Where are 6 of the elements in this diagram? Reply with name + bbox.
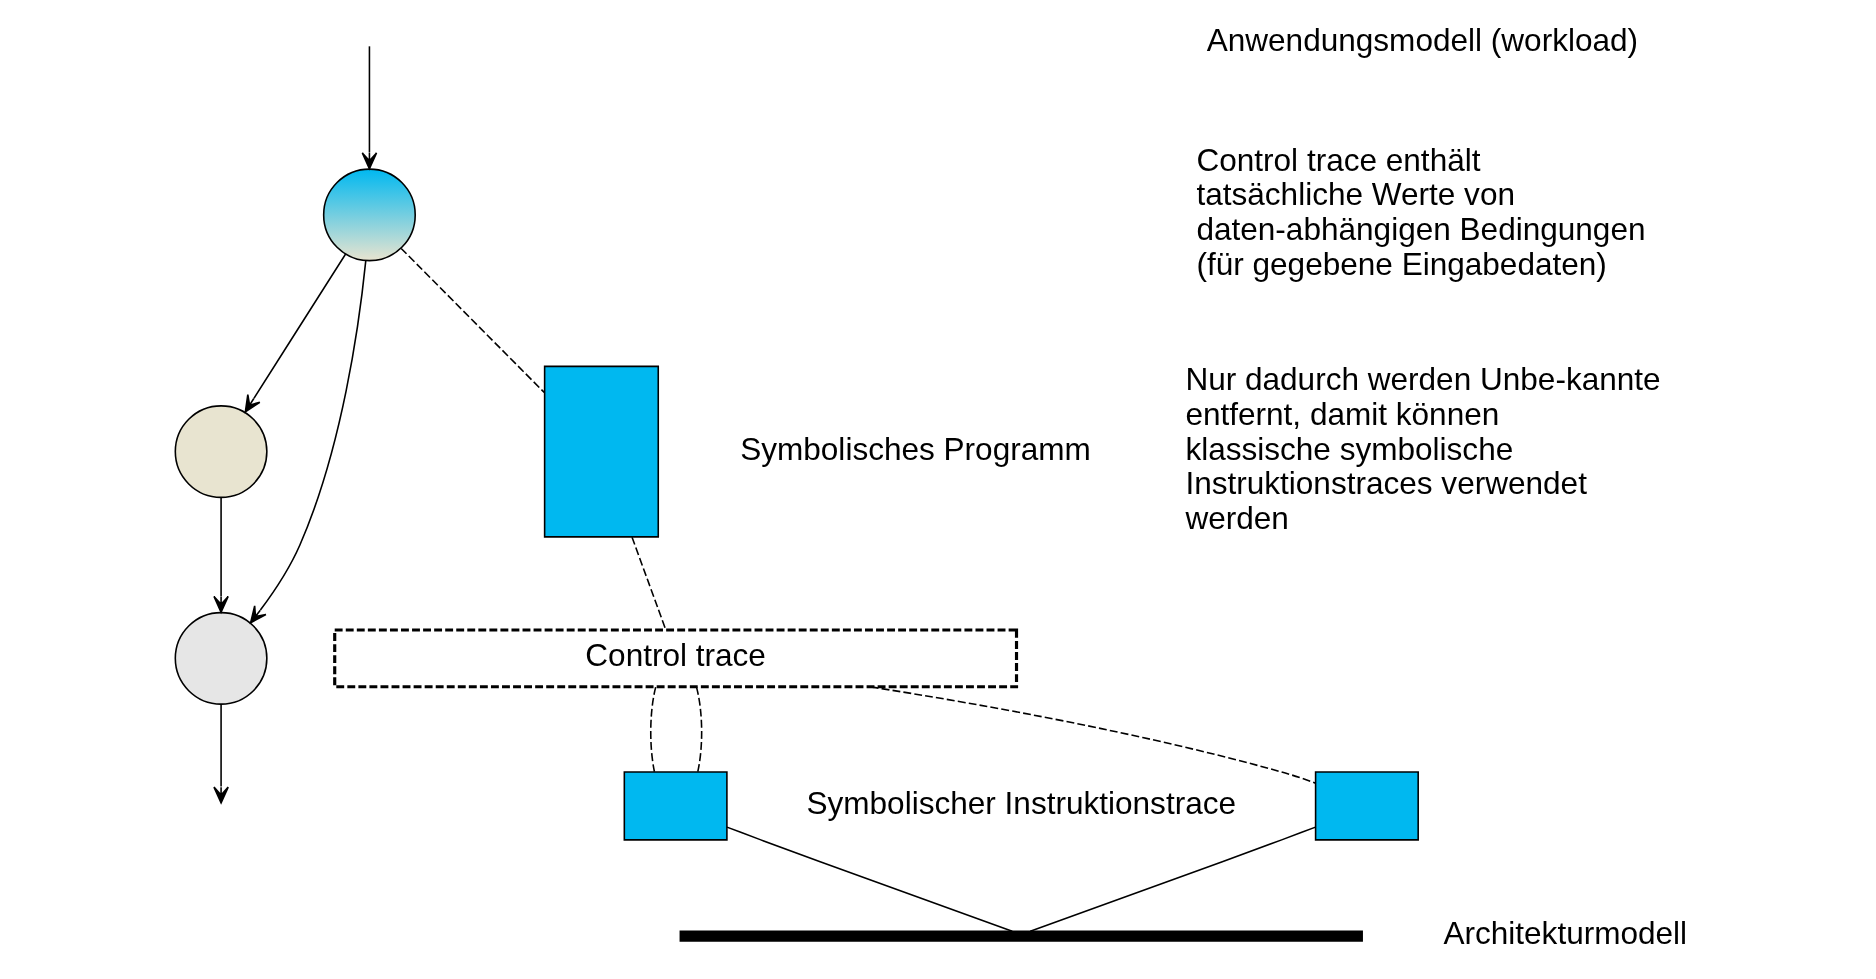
node-label: Symbolisches Programm	[740, 430, 1091, 467]
label: Control trace enthält tatsächliche Werte von daten-abhängigen Bedingungen (für gegebene Eingabedaten)	[1196, 141, 1646, 282]
node-label: Symbolischer Instruktionstrace	[806, 784, 1237, 821]
label: Nur dadurch werden Unbe-kannte entfernt, damit können klassische symbolische Instruktionstraces verwendet werden	[1185, 361, 1661, 536]
label: Anwendungsmodell (workload)	[1206, 21, 1639, 58]
label: Architekturmodell	[1443, 915, 1688, 952]
